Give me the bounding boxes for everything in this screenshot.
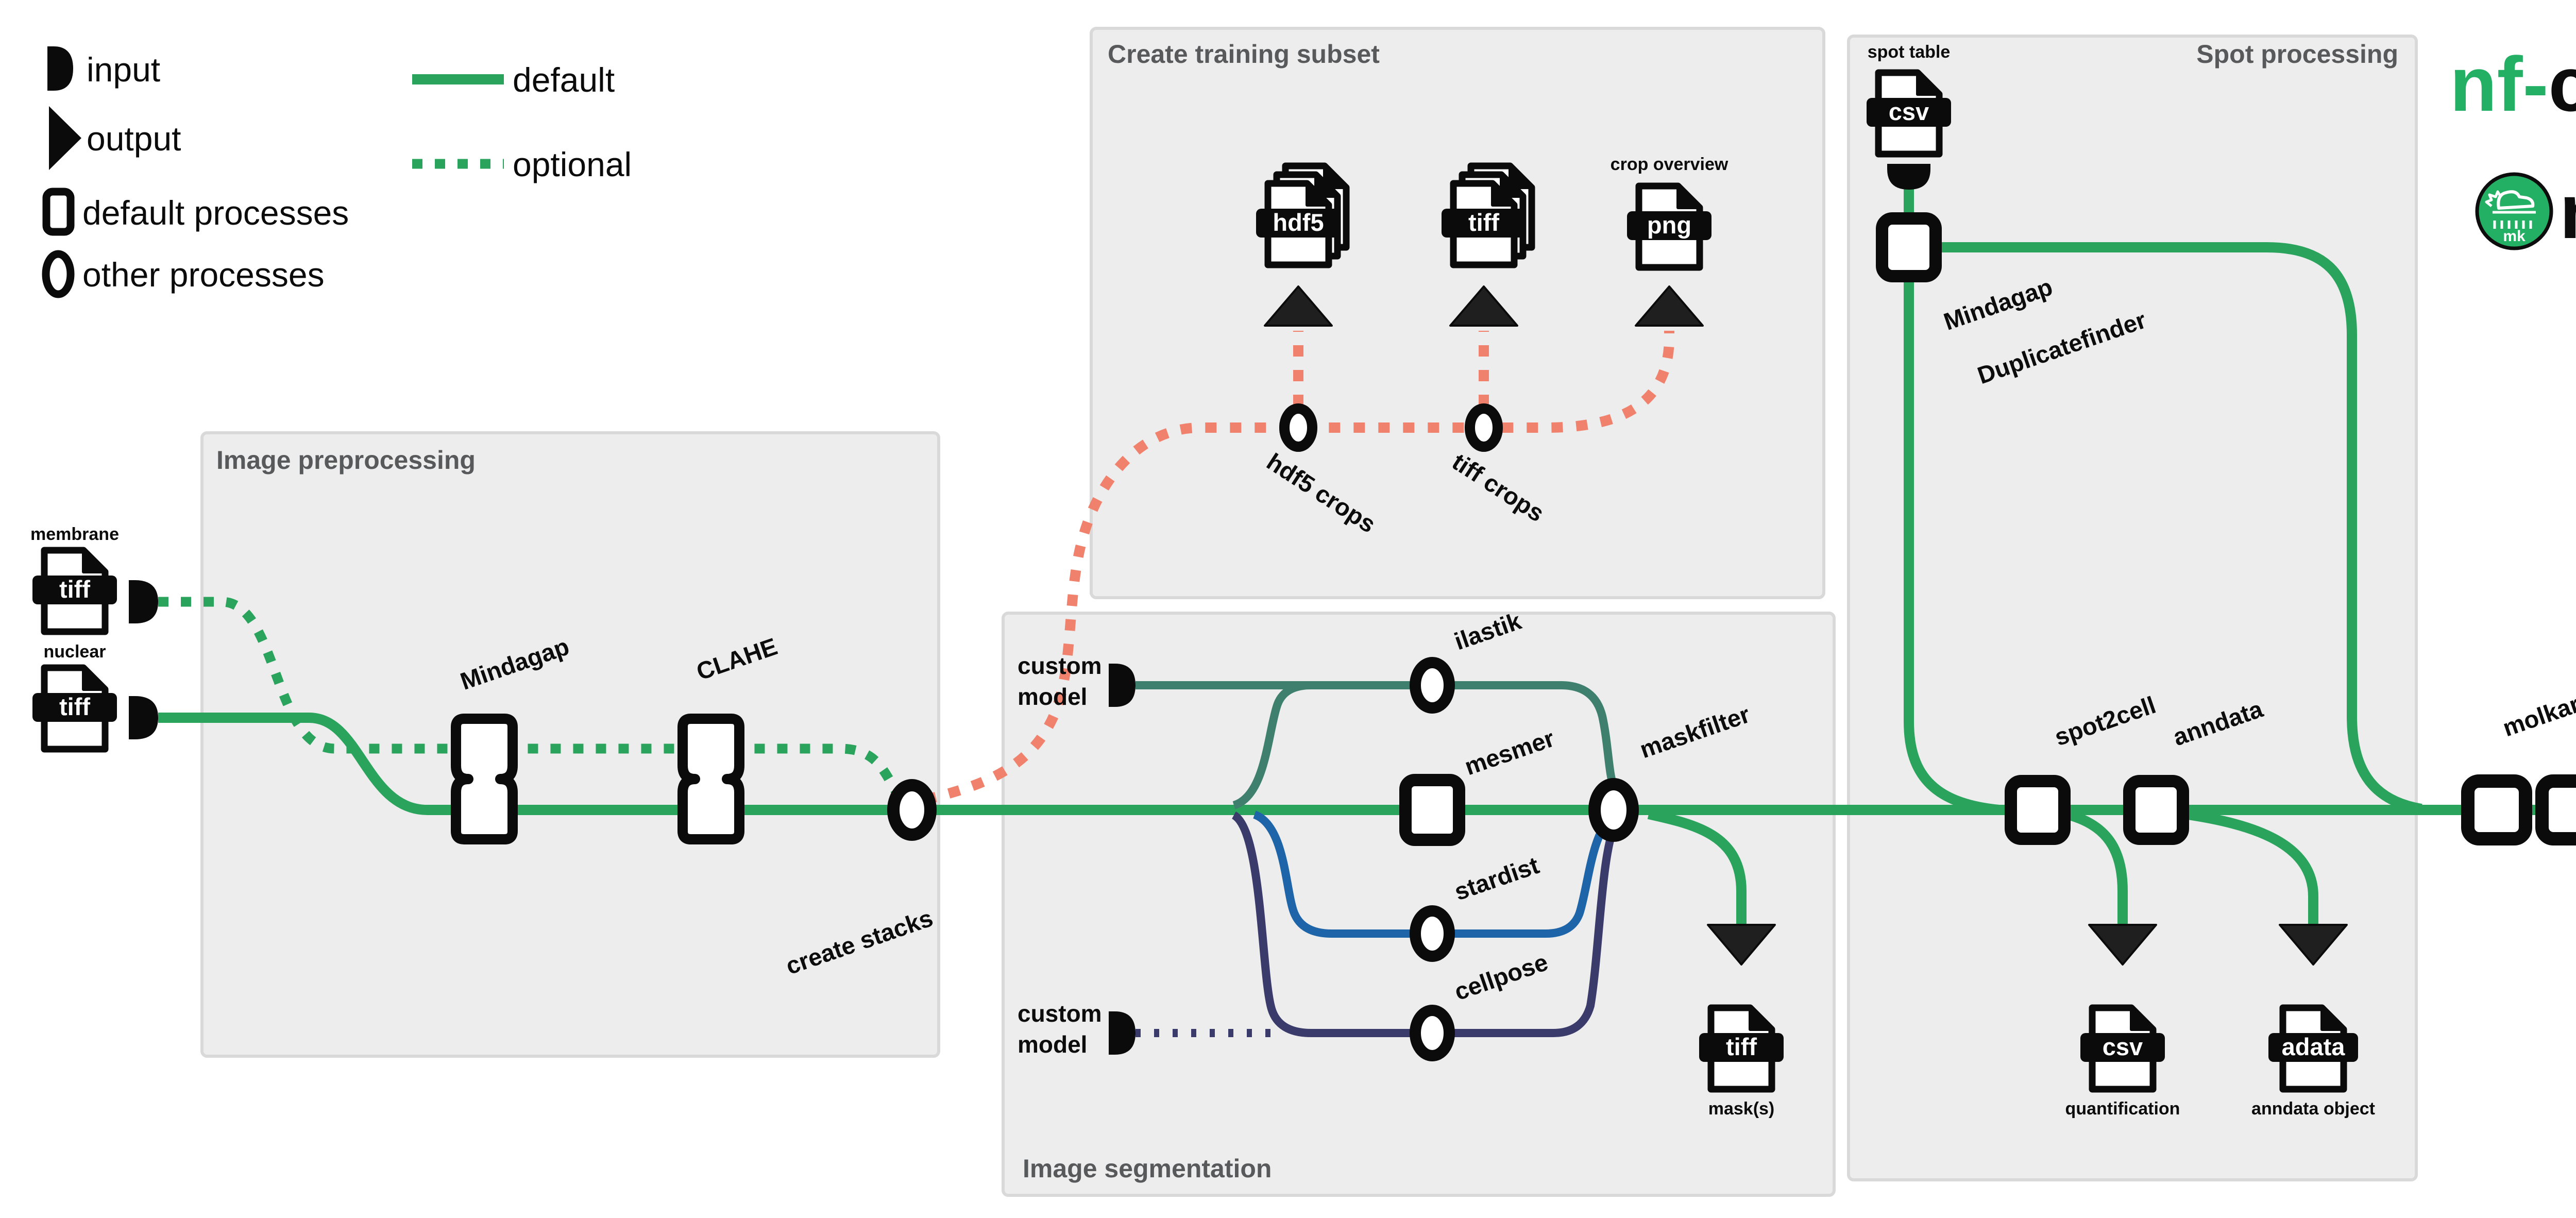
custom-model-top-label-l2: model bbox=[1018, 683, 1087, 710]
mask-file-ext: tiff bbox=[1726, 1033, 1757, 1060]
adata-file-ext: adata bbox=[2282, 1033, 2346, 1060]
custom-model-bottom-input: custom model bbox=[1018, 1000, 1136, 1058]
png-file-ext: png bbox=[1647, 211, 1691, 239]
hdf5-crops-output: hdf5 bbox=[1256, 166, 1346, 327]
mk-badge-text: mk bbox=[2503, 228, 2526, 245]
quantification-output-arrow-icon bbox=[2088, 924, 2157, 966]
custom-model-top-label-l1: custom bbox=[1018, 652, 1102, 679]
main-default-rail bbox=[158, 713, 2576, 815]
tiff-output-arrow-icon bbox=[1449, 285, 1518, 327]
spot-table-csv-file-icon: csv bbox=[1867, 73, 1951, 154]
custom-model-top-input: custom model bbox=[1018, 652, 1136, 710]
cellpose-rail bbox=[1231, 811, 1621, 1037]
legend-default-label: default bbox=[513, 61, 615, 99]
custom-model-bottom-input-icon bbox=[1109, 1011, 1136, 1055]
custom-model-bottom-label-l2: model bbox=[1018, 1031, 1087, 1058]
mesmer-node bbox=[1399, 774, 1465, 846]
logo-molkart-text: molkart bbox=[2560, 168, 2576, 255]
default-process-icon bbox=[42, 188, 75, 236]
membrane-file-ext: tiff bbox=[59, 576, 90, 603]
duplicatefinder-down-rail bbox=[1904, 276, 1999, 815]
membrane-tiff-file-icon: tiff bbox=[32, 550, 117, 632]
mask-output-arrow-icon bbox=[1707, 924, 1776, 966]
maskfilter-node bbox=[1588, 778, 1639, 842]
duplicatefinder-node bbox=[1876, 212, 1942, 282]
custom-model-bottom-label-l1: custom bbox=[1018, 1000, 1102, 1027]
other-process-icon bbox=[42, 250, 75, 298]
legend-optional-label: optional bbox=[513, 145, 632, 183]
nuclear-tiff-file-icon: tiff bbox=[32, 668, 117, 749]
clahe-node bbox=[683, 719, 739, 839]
molkartqc-label: molkartqc bbox=[2499, 678, 2576, 741]
nf-core-molkart-logo: nf-core/ mk molkart bbox=[2450, 41, 2576, 255]
ilastik-node bbox=[1410, 657, 1455, 714]
quantification-file-ext: csv bbox=[2103, 1033, 2143, 1060]
anndata-output-rail bbox=[2183, 809, 2318, 925]
training-subset-rail bbox=[923, 331, 1674, 805]
legend-default-processes-label: default processes bbox=[82, 194, 349, 232]
logo-nf-text: nf-core/ bbox=[2450, 41, 2576, 127]
stardist-node bbox=[1410, 905, 1455, 962]
section-title-create-training-subset: Create training subset bbox=[1108, 40, 1380, 69]
membrane-input: membrane tiff bbox=[30, 525, 158, 632]
legend: input output default optional default pr… bbox=[42, 46, 632, 298]
anndata-object-label: anndata object bbox=[2251, 1099, 2375, 1119]
logo-nf-green: nf- bbox=[2450, 41, 2549, 127]
nuclear-file-ext: tiff bbox=[59, 693, 90, 720]
crop-overview-output: crop overview png bbox=[1611, 155, 1728, 327]
logo-core-black: core/ bbox=[2549, 41, 2576, 127]
spot-table-input-icon bbox=[1887, 164, 1930, 190]
mindagap-node bbox=[456, 719, 513, 839]
duplicatefinder-qc-rail bbox=[1935, 242, 2422, 814]
section-image-preprocessing bbox=[200, 431, 940, 1058]
membrane-optional-rail bbox=[158, 597, 901, 795]
molkartqc-node bbox=[2461, 774, 2532, 845]
tiff-crops-output: tiff bbox=[1442, 166, 1532, 327]
membrane-label: membrane bbox=[30, 525, 119, 544]
section-image-segmentation bbox=[1002, 612, 1836, 1197]
anndata-node bbox=[2123, 775, 2189, 845]
stardist-rail bbox=[1252, 810, 1614, 938]
ilastik-branch-rail bbox=[1232, 681, 1312, 809]
input-icon bbox=[47, 46, 73, 91]
create-stacks-node bbox=[887, 779, 937, 841]
nuclear-label: nuclear bbox=[44, 642, 106, 662]
cellpose-node bbox=[1410, 1005, 1455, 1061]
output-icon bbox=[49, 106, 81, 170]
nuclear-input-icon bbox=[129, 696, 158, 739]
ilastik-rail bbox=[1136, 681, 1618, 788]
legend-input-label: input bbox=[87, 50, 160, 89]
hdf5-file-ext: hdf5 bbox=[1273, 209, 1324, 236]
spot2cell-node bbox=[2005, 775, 2071, 845]
nuclear-input: nuclear tiff bbox=[32, 642, 158, 749]
spot-table-file-ext: csv bbox=[1889, 98, 1929, 125]
mask-label: mask(s) bbox=[1708, 1099, 1775, 1119]
custom-model-top-input-icon bbox=[1109, 664, 1136, 707]
multiqc-node bbox=[2535, 774, 2576, 845]
tiff-crops-file-ext: tiff bbox=[1468, 209, 1499, 236]
section-spot-processing bbox=[1847, 35, 2418, 1181]
tiff-crops-node bbox=[1465, 403, 1503, 452]
section-create-training-subset bbox=[1090, 27, 1825, 599]
spot-table-label: spot table bbox=[1868, 42, 1951, 62]
section-title-spot-processing: Spot processing bbox=[2196, 40, 2398, 69]
mask-output-rail bbox=[1647, 809, 1747, 925]
section-title-image-segmentation: Image segmentation bbox=[1023, 1154, 1272, 1183]
crop-overview-label: crop overview bbox=[1611, 155, 1728, 174]
membrane-input-icon bbox=[129, 580, 158, 623]
hdf5-output-arrow-icon bbox=[1264, 285, 1333, 327]
legend-output-label: output bbox=[87, 120, 181, 158]
quantification-output: csv quantification bbox=[2065, 924, 2180, 1119]
hdf5-crops-node bbox=[1279, 403, 1317, 452]
anndata-output-arrow-icon bbox=[2279, 924, 2348, 966]
anndata-object-output: adata anndata object bbox=[2251, 924, 2375, 1119]
quantification-label: quantification bbox=[2065, 1099, 2180, 1119]
mask-output: tiff mask(s) bbox=[1699, 924, 1784, 1119]
legend-other-processes-label: other processes bbox=[82, 256, 325, 294]
png-output-arrow-icon bbox=[1635, 285, 1704, 327]
spot-table-input: spot table csv bbox=[1867, 42, 1951, 190]
quantification-output-rail bbox=[2064, 809, 2128, 925]
mk-badge-icon: mk bbox=[2475, 172, 2553, 250]
section-title-image-preprocessing: Image preprocessing bbox=[216, 446, 476, 475]
